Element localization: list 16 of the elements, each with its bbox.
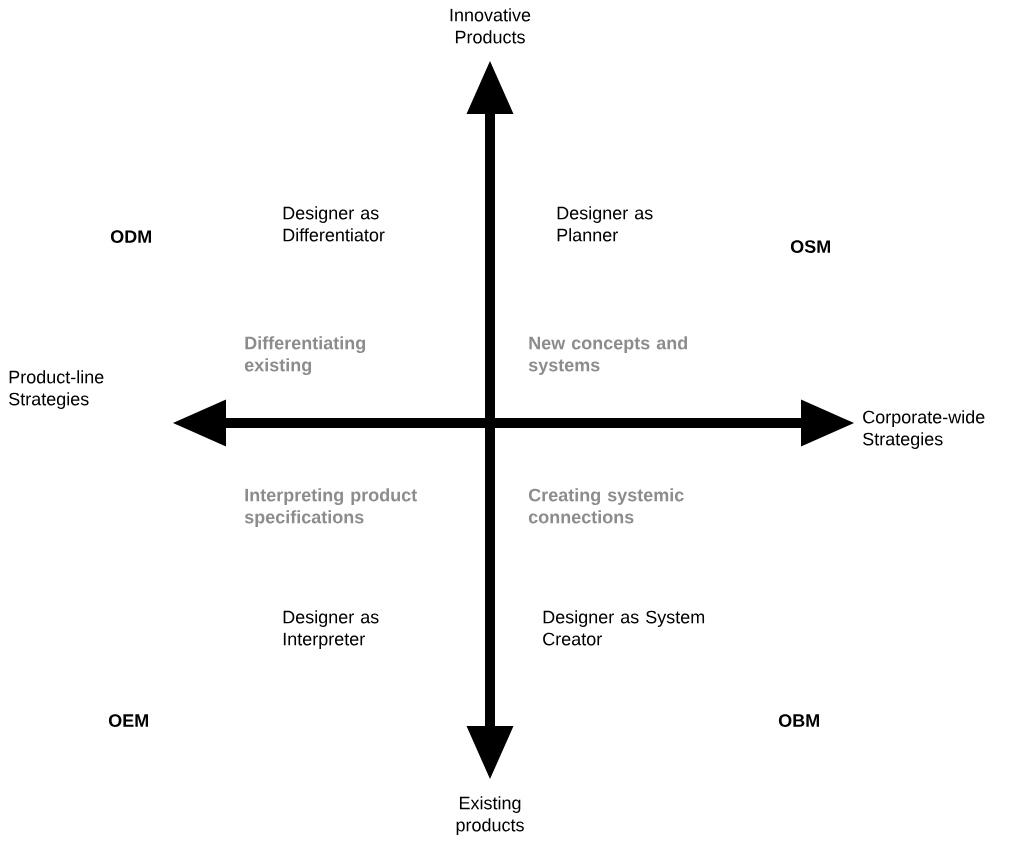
model-label: OBM: [778, 714, 819, 727]
axis-label: Existing products: [456, 796, 524, 835]
model-label: OSM: [790, 240, 830, 253]
axis-label: Innovative Products: [450, 8, 531, 44]
role-label: Designer as Planner: [557, 206, 653, 242]
quadrant-label: Differentiating existing: [244, 336, 365, 376]
role-label: Designer as Differentiator: [283, 206, 385, 242]
axis-label: Corporate-wide Strategies: [863, 410, 985, 449]
role-label: Designer as Interpreter: [283, 610, 379, 649]
quadrant-label: New concepts and systems: [528, 336, 688, 375]
quadrant-label: Interpreting product specifications: [244, 488, 417, 527]
quadrant-label: Creating systemic connections: [528, 488, 684, 524]
role-label: Designer as System Creator: [543, 610, 705, 646]
model-label: OEM: [108, 714, 148, 727]
axis-label: Product-line Strategies: [9, 370, 104, 409]
model-label: ODM: [110, 230, 151, 243]
